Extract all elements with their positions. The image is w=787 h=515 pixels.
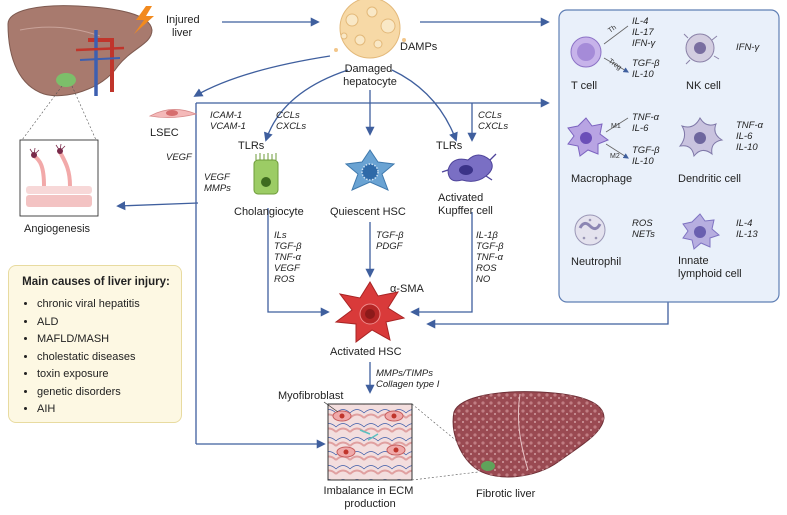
t-cell: [570, 36, 602, 68]
tlrs-left-label: TLRs: [238, 140, 265, 152]
lsec-cell: [148, 109, 198, 118]
ccls-right-mediators: CCLs CXCLs: [478, 110, 508, 132]
angiogenesis-inset: [19, 139, 99, 217]
vegf-mmps-mediators: VEGF MMPs: [204, 172, 232, 194]
macrophage-label: Macrophage: [571, 173, 632, 185]
injured-liver-label: Injured liver: [166, 14, 203, 39]
kupffer-label: Activated Kupffer cell: [438, 192, 493, 217]
m2-label: M2: [610, 153, 620, 160]
dendritic-cell-label: Dendritic cell: [678, 173, 741, 185]
nk-mediators: IFN-γ: [736, 42, 760, 53]
kupffer-cell: [441, 153, 497, 182]
immune-cells-panel: [558, 9, 780, 303]
neutrophil-mediators: ROS NETs: [632, 218, 655, 240]
ecm-mediators: MMPs/TIMPs Collagen type I: [376, 368, 440, 390]
dendritic-mediators: TNF-α IL-6 IL-10: [736, 120, 766, 153]
ilc-mediators: IL-4 IL-13: [736, 218, 758, 240]
cholangiocyte-label: Cholangiocyte: [234, 206, 304, 218]
activated-hsc-label: Activated HSC: [330, 346, 402, 358]
quiescent-hsc-cell: [344, 149, 396, 191]
activated-hsc-cell: [334, 281, 406, 343]
macrophage-cell: [567, 117, 610, 157]
cause-item: toxin exposure: [37, 366, 171, 384]
causes-title: Main causes of liver injury:: [22, 276, 170, 288]
tlrs-right-label: TLRs: [436, 140, 463, 152]
lightning-icon: [134, 6, 154, 34]
t-cell-arrows: [603, 25, 628, 72]
myofibroblast-pointer: [323, 401, 339, 413]
cause-item: chronic viral hepatitis: [37, 296, 171, 314]
angiogenesis-label: Angiogenesis: [24, 223, 91, 235]
nk-cell-label: NK cell: [686, 80, 721, 92]
connector-arrows: [116, 17, 669, 449]
treg-mediators: TGF-β IL-10: [632, 58, 662, 80]
damps-label: DAMPs: [400, 41, 438, 53]
nk-cell: [683, 33, 720, 65]
cholangiocyte-cell: [253, 153, 279, 195]
ecm-zoom-lines: [411, 403, 479, 481]
m1-mediators: TNF-α IL-6: [632, 112, 662, 134]
ilc-label: Innate lymphoid cell: [678, 255, 742, 280]
neutrophil-label: Neutrophil: [571, 256, 621, 268]
innate-lymphoid-cell: [682, 213, 720, 250]
ecm-block: [327, 403, 413, 481]
damaged-hepatocyte-cell: [334, 0, 406, 59]
t-cell-label: T cell: [571, 80, 597, 92]
m2-mediators: TGF-β IL-10: [632, 145, 662, 167]
th-mediators: IL-4 IL-17 IFN-γ: [632, 16, 656, 49]
cause-item: MAFLD/MASH: [37, 331, 171, 349]
kupffer-mediators: IL-1β TGF-β TNF-α ROS NO: [476, 230, 506, 285]
alpha-sma-label: α-SMA: [390, 283, 425, 295]
quiescent-hsc-mediators: TGF-β PDGF: [376, 230, 406, 252]
cause-item: cholestatic diseases: [37, 349, 171, 367]
myofibroblast-label: Myofibroblast: [278, 390, 343, 402]
lsec-label: LSEC: [150, 127, 179, 139]
neutrophil-cell: [574, 214, 606, 246]
injured-liver-illustration: [7, 5, 154, 97]
ecm-imbalance-label: Imbalance in ECM production: [324, 485, 417, 510]
icam-vcam-mediators: ICAM-1 VCAM-1: [210, 110, 246, 132]
m1-label: M1: [611, 123, 621, 130]
quiescent-hsc-label: Quiescent HSC: [330, 206, 406, 218]
th-label: Th: [607, 24, 618, 34]
cause-item: ALD: [37, 314, 171, 332]
cause-item: AIH: [37, 401, 171, 419]
damaged-hepatocyte-label: Damaged hepatocyte: [343, 63, 397, 88]
ccls-left-mediators: CCLs CXCLs: [276, 110, 306, 132]
fibrotic-liver-label: Fibrotic liver: [476, 488, 536, 500]
macrophage-arrows: [605, 117, 628, 158]
causes-box: Main causes of liver injury: chronic vir…: [8, 265, 182, 423]
dendritic-cell: [678, 116, 724, 158]
cholangiocyte-mediators: ILs TGF-β TNF-α VEGF ROS: [274, 230, 304, 285]
vegf-mediator: VEGF: [166, 152, 193, 163]
zoom-lines: [21, 85, 97, 141]
fibrotic-liver-illustration: [452, 391, 605, 478]
cause-item: genetic disorders: [37, 384, 171, 402]
causes-list: chronic viral hepatitis ALD MAFLD/MASH c…: [21, 296, 171, 419]
